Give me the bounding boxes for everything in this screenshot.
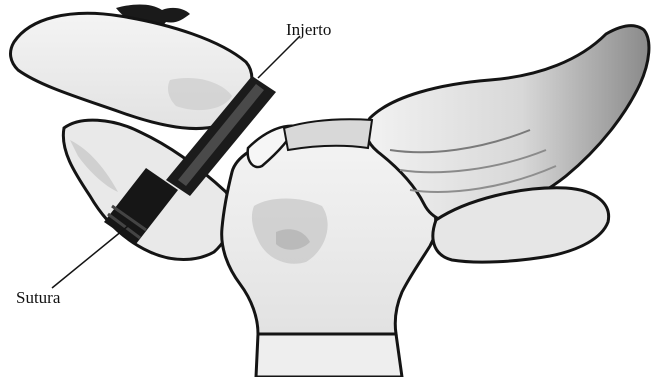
graft-label: Injerto (286, 20, 331, 40)
bone-shaft (256, 334, 402, 377)
suture-leader-line (52, 226, 128, 288)
ligament-band (284, 119, 372, 150)
graft-leader-line (258, 36, 300, 78)
suture-label: Sutura (16, 288, 60, 308)
upper-left-bone (11, 13, 252, 128)
